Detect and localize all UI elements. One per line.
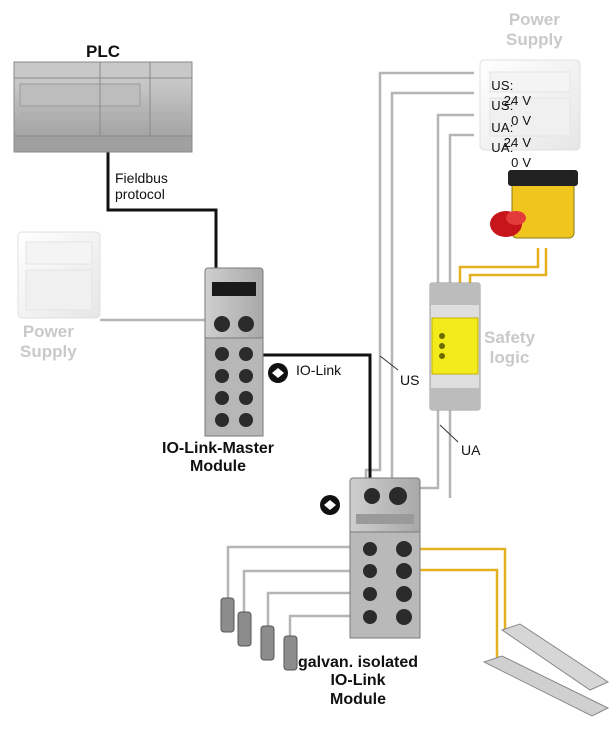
master-ports	[215, 347, 253, 427]
io-link-cable	[250, 353, 372, 492]
io-link-master-module	[204, 267, 264, 437]
sensor-lead-3	[266, 591, 362, 626]
voltage-row: UA: 0 V	[476, 126, 531, 186]
io-link-label: IO-Link	[296, 362, 342, 378]
power-supply-top-label: Power Supply	[506, 10, 563, 49]
us-24v-wire	[364, 71, 474, 488]
io-link-icon-2	[320, 495, 340, 515]
voltage-value: 0 V	[511, 112, 532, 128]
power-supply-top	[479, 59, 581, 151]
voltage-value: 24 V	[503, 134, 532, 150]
safety-logic-relay	[429, 282, 481, 411]
fieldbus-cable	[106, 150, 218, 272]
emergency-stop-button	[490, 170, 578, 239]
us-0v-wire	[390, 91, 474, 488]
ua-0v-wire	[448, 133, 474, 283]
voltage-row: US: 24 V	[476, 64, 531, 124]
inductive-sensors	[220, 597, 298, 671]
us-label: US	[400, 372, 420, 388]
io-link-icon	[268, 363, 288, 383]
isolated-module-ports	[363, 541, 412, 625]
voltage-name: UA:	[491, 139, 514, 155]
safety-wires	[404, 248, 548, 660]
voltage-value: 0 V	[511, 154, 532, 170]
voltage-row: US: 0 V	[476, 84, 531, 144]
safety-logic-label: Safety logic	[484, 328, 536, 367]
ua-label: UA	[461, 442, 481, 458]
power-supply-left-label: Power Supply	[20, 322, 77, 361]
plc-label: PLC	[86, 42, 120, 61]
sensor-lead-2	[242, 569, 362, 612]
supply-wires	[100, 71, 474, 636]
isolated-module-label: galvan. isolated IO-Link Module	[298, 654, 419, 708]
plc-device	[13, 61, 193, 153]
voltage-row: UA: 24 V	[476, 106, 531, 166]
voltage-name: US:	[491, 77, 514, 93]
sensor-lead-1	[226, 545, 362, 598]
ua-24v-wire	[436, 113, 474, 283]
power-supply-left	[17, 231, 101, 319]
bus-cables	[106, 150, 372, 492]
voltage-name: US:	[491, 97, 514, 113]
voltage-value: 24 V	[503, 92, 532, 108]
voltage-name: UA:	[491, 119, 514, 135]
linear-actuators	[482, 623, 610, 717]
master-module-label: IO-Link-Master Module	[162, 440, 275, 476]
fieldbus-label: Fieldbus protocol	[115, 170, 168, 203]
sensor-lead-4	[288, 614, 362, 636]
